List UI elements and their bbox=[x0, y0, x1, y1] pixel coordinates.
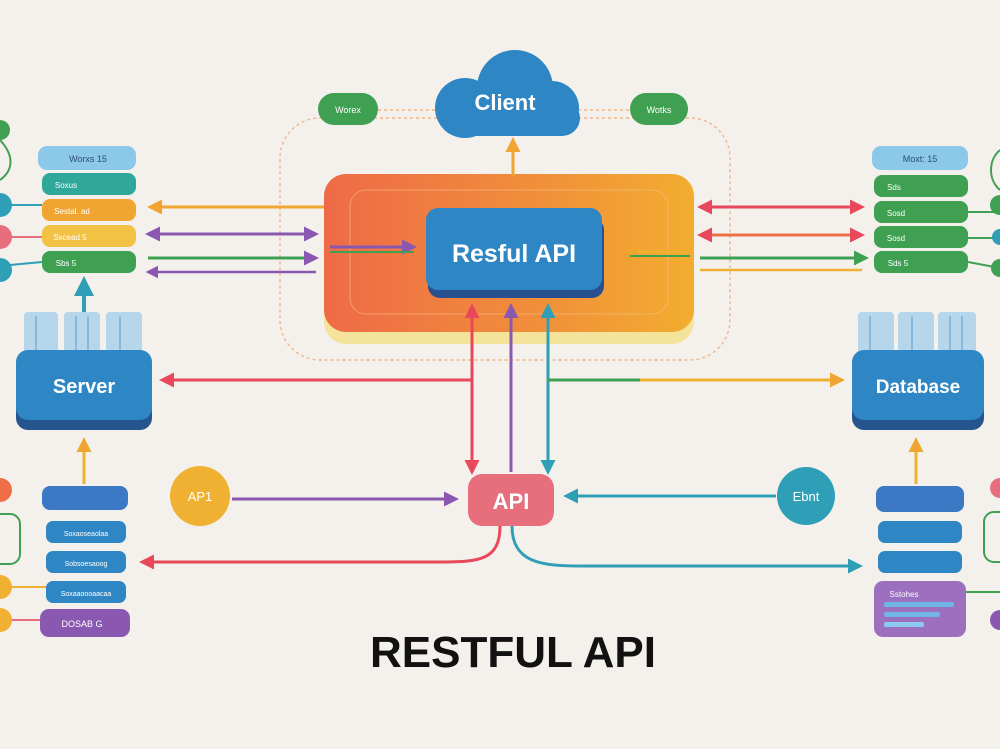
api-left-circle bbox=[170, 466, 230, 526]
api-right-label: Ebnt bbox=[793, 489, 820, 504]
client-cloud bbox=[435, 50, 580, 138]
pill-top-left bbox=[318, 93, 378, 125]
right-top-item-1: Moxt: 15 bbox=[903, 154, 938, 164]
left-bottom-dot-3 bbox=[0, 608, 12, 632]
right-dot-3 bbox=[991, 259, 1000, 277]
right-top-item-2: Sds bbox=[887, 183, 901, 192]
pill-top-right bbox=[630, 93, 688, 125]
left-dot-2 bbox=[0, 193, 12, 217]
api-right-circle bbox=[777, 467, 835, 525]
right-bottom-dot-2 bbox=[990, 610, 1000, 630]
arrow-api-to-left-stack bbox=[139, 525, 502, 570]
server-label: Server bbox=[53, 376, 115, 398]
client-label: Client bbox=[474, 90, 536, 115]
database-label: Database bbox=[876, 377, 961, 398]
pill-top-right-label: Wotks bbox=[647, 105, 672, 115]
left-top-item-4: Sxcead 5 bbox=[53, 233, 87, 242]
api-center-box bbox=[468, 474, 554, 526]
pill-top-left-label: Worex bbox=[335, 105, 361, 115]
left-dot-1 bbox=[0, 120, 10, 140]
right-bottom-item-4: Sstohes bbox=[890, 590, 919, 599]
api-center-label: API bbox=[493, 489, 530, 514]
right-bottom-dot-1 bbox=[990, 478, 1000, 498]
right-top-stack bbox=[872, 146, 968, 273]
left-bottom-item-3: Sobsoesaoog bbox=[65, 561, 108, 568]
right-top-item-3: Sosd bbox=[887, 209, 905, 218]
left-bottom-dot-2 bbox=[0, 575, 12, 599]
right-bottom-stack bbox=[874, 486, 966, 637]
page-title: RESTFUL API bbox=[370, 628, 656, 677]
left-top-stack bbox=[38, 146, 136, 273]
left-dot-3 bbox=[0, 225, 12, 249]
left-top-item-1: Worxs 15 bbox=[69, 154, 107, 164]
left-bottom-item-2: Soxaoseaolaa bbox=[64, 531, 108, 538]
database-box bbox=[852, 350, 984, 420]
left-bottom-item-5: DOSAB G bbox=[61, 619, 102, 629]
right-top-item-5: Sds 5 bbox=[888, 259, 909, 268]
api-left-label: AP1 bbox=[188, 489, 213, 504]
restful-api-box bbox=[426, 208, 602, 290]
database-rack bbox=[858, 312, 976, 354]
restful-api-label: Resful API bbox=[452, 240, 576, 268]
right-top-item-4: Sosd bbox=[887, 234, 905, 243]
arrow-api-to-right-stack bbox=[510, 525, 863, 574]
server-box bbox=[16, 350, 152, 420]
left-dot-4 bbox=[0, 258, 12, 282]
right-dot-2 bbox=[992, 229, 1000, 245]
left-bottom-item-4: Soxaaoooaacaa bbox=[61, 591, 112, 598]
server-rack bbox=[24, 312, 142, 354]
left-top-item-2: Soxus bbox=[55, 181, 77, 190]
left-top-item-3: Sestal. ad bbox=[54, 207, 90, 216]
right-dot-1 bbox=[990, 195, 1000, 215]
left-bottom-stack bbox=[40, 486, 130, 637]
left-top-item-5: Sbs 5 bbox=[56, 259, 77, 268]
left-bottom-dot-1 bbox=[0, 478, 12, 502]
